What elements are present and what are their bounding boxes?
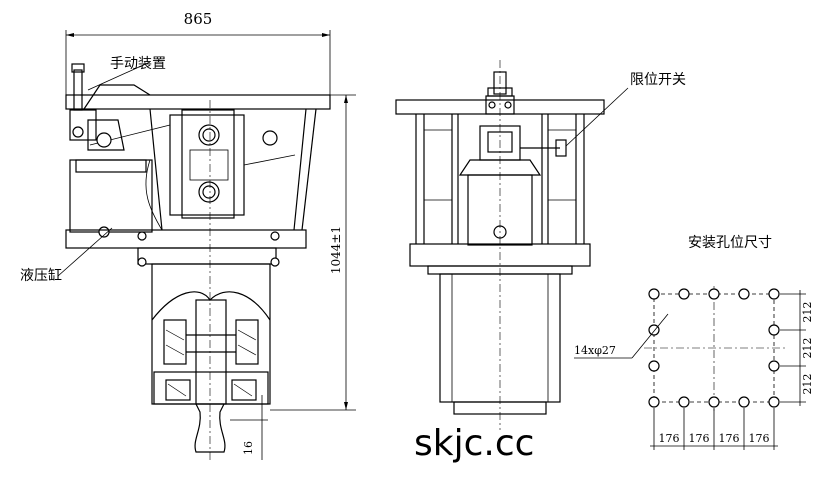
hole-row-bottom bbox=[648, 396, 780, 408]
offset-dimension: 16 bbox=[230, 395, 268, 460]
front-view: 865 手动装置 bbox=[20, 10, 356, 460]
width-dimension: 865 bbox=[65, 10, 331, 95]
hydraulic-cylinder-label: 液压缸 bbox=[20, 267, 62, 284]
limit-switch-label: 限位开关 bbox=[630, 72, 686, 88]
offset-dimension-text: 16 bbox=[242, 441, 255, 455]
vertical-spacing-2: 212 bbox=[801, 338, 814, 359]
side-view: 限位开关 bbox=[395, 60, 686, 430]
width-dimension-text: 865 bbox=[184, 10, 213, 28]
height-dimension-text: 1044±1 bbox=[329, 226, 343, 274]
vertical-spacing-dims: 212 212 212 bbox=[780, 290, 814, 406]
horizontal-spacing-dims: 176 176 176 176 bbox=[650, 408, 778, 450]
vertical-spacing-1: 212 bbox=[801, 302, 814, 323]
horizontal-spacing-4: 176 bbox=[749, 432, 770, 445]
hole-spec-text: 14xφ27 bbox=[574, 344, 616, 357]
horizontal-spacing-2: 176 bbox=[689, 432, 710, 445]
mounting-hole-pattern: 安装孔位尺寸 14xφ27 bbox=[574, 235, 814, 450]
spring-section bbox=[163, 319, 259, 365]
height-dimension: 1044±1 bbox=[270, 94, 356, 411]
horizontal-spacing-3: 176 bbox=[719, 432, 740, 445]
hole-row-top bbox=[648, 288, 780, 300]
vertical-spacing-3: 212 bbox=[801, 374, 814, 395]
watermark: skjc.cc bbox=[414, 423, 534, 464]
mounting-holes-title: 安装孔位尺寸 bbox=[688, 235, 772, 251]
manual-device-label: 手动装置 bbox=[110, 56, 166, 72]
horizontal-spacing-1: 176 bbox=[659, 432, 680, 445]
